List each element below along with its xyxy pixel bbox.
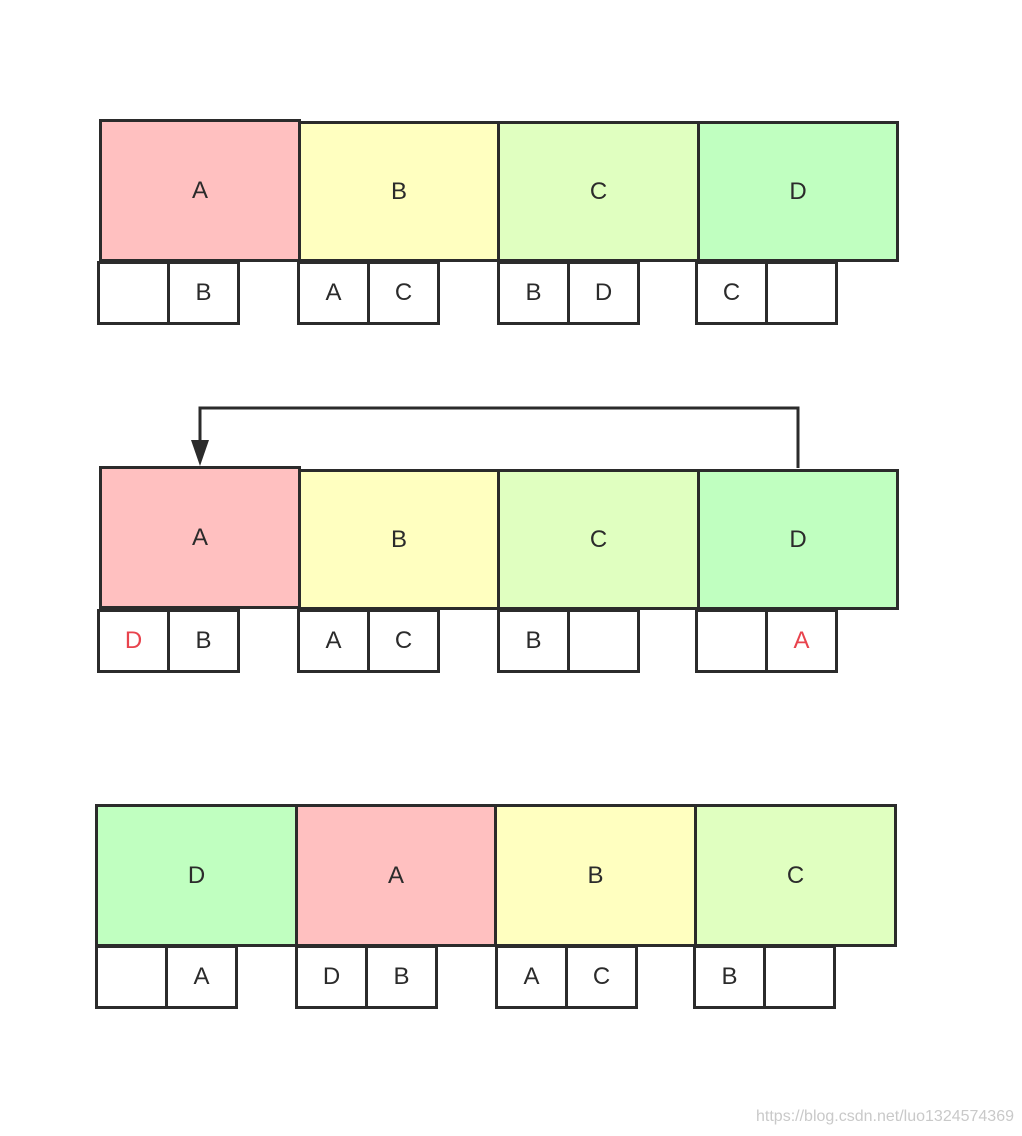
node-r1-2: B: [298, 121, 500, 262]
node-label: D: [789, 177, 807, 205]
node-r2-1: A: [99, 466, 301, 609]
node-label: C: [786, 861, 805, 889]
prev-label: D: [124, 627, 143, 654]
prev-label: B: [525, 627, 542, 654]
prev-cell: [97, 261, 170, 325]
node-label: B: [390, 177, 407, 205]
prev-cell: [95, 945, 168, 1009]
prev-label: A: [325, 627, 342, 654]
node-r1-1: A: [99, 119, 301, 262]
next-cell: [763, 945, 836, 1009]
next-label: D: [594, 279, 613, 306]
move-arrow-line: [198, 406, 800, 468]
node-label: C: [589, 525, 608, 553]
prev-label: A: [523, 963, 540, 990]
prev-label: B: [721, 963, 738, 990]
prev-cell: D: [295, 945, 368, 1009]
next-label: B: [195, 279, 212, 306]
node-r3-4: C: [694, 804, 897, 947]
arrowhead-icon: [191, 440, 209, 466]
node-r3-1: D: [95, 804, 298, 947]
node-label: C: [589, 177, 608, 205]
next-cell: C: [565, 945, 638, 1009]
next-cell-highlighted: A: [765, 609, 838, 673]
next-label: B: [393, 963, 410, 990]
prev-cell: B: [693, 945, 766, 1009]
prev-cell: [695, 609, 768, 673]
node-r3-2: A: [295, 804, 497, 947]
next-cell: [567, 609, 640, 673]
prev-cell: B: [497, 609, 570, 673]
next-cell: B: [365, 945, 438, 1009]
next-label: A: [193, 963, 210, 990]
node-label: B: [587, 861, 604, 889]
node-r1-4: D: [697, 121, 899, 262]
next-cell: C: [367, 609, 440, 673]
node-r2-2: B: [298, 469, 500, 610]
node-label: A: [191, 523, 208, 551]
next-label: C: [592, 963, 611, 990]
next-label: B: [195, 627, 212, 654]
next-label: C: [394, 279, 413, 306]
next-label: A: [793, 627, 810, 654]
next-cell: D: [567, 261, 640, 325]
next-label: C: [394, 627, 413, 654]
next-cell: B: [167, 609, 240, 673]
node-r2-3: C: [497, 469, 700, 610]
prev-cell-highlighted: D: [97, 609, 170, 673]
node-label: D: [187, 861, 206, 889]
prev-label: D: [322, 963, 341, 990]
next-cell: [765, 261, 838, 325]
node-label: A: [387, 861, 404, 889]
node-r3-3: B: [494, 804, 697, 947]
next-cell: C: [367, 261, 440, 325]
next-cell: A: [165, 945, 238, 1009]
node-label: D: [789, 525, 807, 553]
prev-label: C: [722, 279, 741, 306]
node-r2-4: D: [697, 469, 899, 610]
prev-cell: A: [297, 261, 370, 325]
prev-label: B: [525, 279, 542, 306]
node-label: A: [191, 176, 208, 204]
node-label: B: [390, 525, 407, 553]
prev-cell: A: [495, 945, 568, 1009]
prev-label: A: [325, 279, 342, 306]
watermark: https://blog.csdn.net/luo1324574369: [756, 1108, 1014, 1125]
prev-cell: B: [497, 261, 570, 325]
prev-cell: C: [695, 261, 768, 325]
prev-cell: A: [297, 609, 370, 673]
next-cell: B: [167, 261, 240, 325]
node-r1-3: C: [497, 121, 700, 262]
